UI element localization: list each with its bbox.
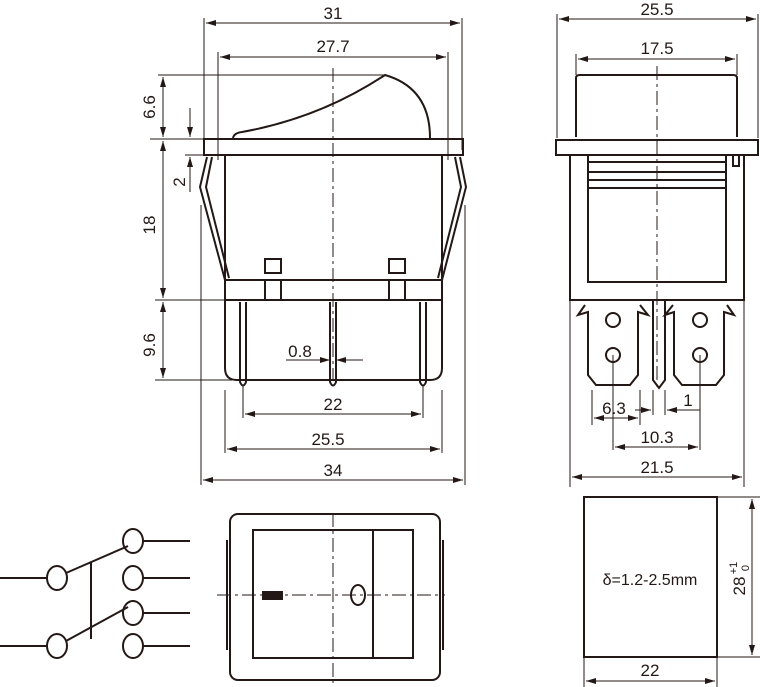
- switch-front-face: [217, 513, 445, 683]
- dim-21-5: 21.5: [640, 458, 673, 477]
- dim-25-5-side: 25.5: [640, 0, 673, 19]
- dim-2: 2: [170, 177, 189, 186]
- dim-6-3: 6.3: [602, 399, 626, 418]
- dim-34: 34: [324, 461, 343, 480]
- dim-31: 31: [324, 4, 343, 23]
- dim-10-3: 10.3: [640, 428, 673, 447]
- panel-cutout: δ=1.2-2.5mm 28 +1 0 22: [583, 496, 760, 687]
- thickness-label: δ=1.2-2.5mm: [603, 572, 698, 589]
- circuit-schematic: [0, 528, 190, 659]
- on-mark-icon: [262, 591, 283, 600]
- off-mark-icon: [350, 584, 366, 606]
- dim-25-5: 25.5: [311, 430, 344, 449]
- dim-28-tol-lower: 0: [740, 565, 752, 571]
- dim-1: 1: [683, 391, 692, 410]
- dim-27-7: 27.7: [316, 37, 349, 56]
- dim-6-6: 6.6: [140, 95, 159, 119]
- dim-22: 22: [324, 395, 343, 414]
- dim-17-5: 17.5: [640, 39, 673, 58]
- dim-22-cutout: 22: [641, 661, 660, 680]
- dim-28-tol-upper: +1: [728, 562, 740, 575]
- dim-9-6: 9.6: [140, 333, 159, 357]
- dim-28: 28: [730, 577, 749, 596]
- front-view: 31 27.7 6.6 2 18 9.6 0.8 22 25.5 34: [140, 4, 468, 485]
- dim-18: 18: [140, 216, 159, 235]
- dim-0-8: 0.8: [288, 342, 312, 361]
- side-view: 25.5 17.5 6.3 1 10.3 21.5: [555, 0, 759, 487]
